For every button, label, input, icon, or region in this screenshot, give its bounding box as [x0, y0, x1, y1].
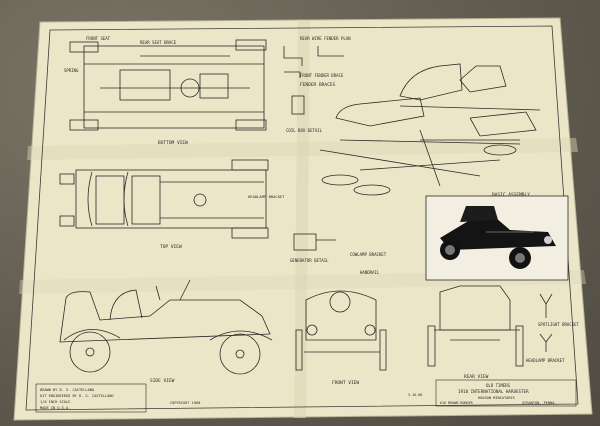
label-cowlamp-bracket: COWLAMP BRACKET [350, 252, 387, 257]
label-side-view: SIDE VIEW [150, 378, 175, 384]
title-block [435, 379, 577, 407]
credits-line-4: MADE IN U.S.A. [40, 406, 70, 410]
credits-line-1: DRAWN BY D. G. CASTELLANO [40, 388, 94, 392]
label-rear-wire-fender-plan: REAR WIRE FENDER PLAN [300, 36, 351, 41]
credits-line-2: KIT ENGINEERED BY D. G. CASTELLANO [40, 394, 114, 398]
address: 616 BROWN BORDER [440, 401, 474, 405]
label-top-view: TOP VIEW [160, 244, 182, 250]
fold-crease-horizontal [27, 138, 578, 160]
label-rear-view: REAR VIEW [464, 374, 489, 380]
front-view-drawing [295, 290, 387, 371]
label-front-fender-brace: FRONT FENDER BRACE [300, 73, 344, 78]
label-generator-detail: GENERATOR DETAIL [290, 258, 329, 263]
rear-view-drawing [427, 285, 524, 367]
label-headlamp-bracket: HEADLAMP BRACKET [526, 358, 565, 363]
border-frame [25, 25, 579, 411]
bottom-view-drawing [69, 39, 267, 131]
label-spotlight-bracket: SPOTLIGHT BRACKET [538, 322, 580, 327]
label-fender-braces: FENDER BRACES [300, 82, 336, 88]
credits-box [35, 383, 147, 413]
title-line-2: 1910 INTERNATIONAL HARVESTER [458, 389, 529, 394]
title-line-3: HUDSON MINIATURES [478, 396, 515, 400]
label-spring: SPRING [64, 68, 79, 73]
spotlight-bracket-drawing [539, 293, 553, 352]
label-spotlight-bracket-text: SPOTLIGHT BRACKET [538, 322, 580, 327]
label-bottom-view: BOTTOM VIEW [158, 140, 188, 146]
copyright: COPYRIGHT 1960 [170, 401, 200, 405]
label-coil-box-detail: COIL BOX DETAIL [286, 128, 323, 133]
credits-line-3: 1/8 INCH SCALE [40, 400, 70, 404]
label-rear-seat-brace: REAR SEAT BRACE [140, 40, 177, 45]
label-headlamp-bracket-top: HEADLAMP BRACKET [248, 194, 285, 199]
title-line-1: OLD TIMERS [486, 383, 511, 388]
generator-detail-drawing [293, 233, 336, 251]
label-handrail: HANDRAIL [360, 270, 380, 275]
label-front-view: FRONT VIEW [332, 380, 359, 386]
side-view-drawing [59, 279, 273, 375]
exploded-assembly-drawing [319, 63, 541, 196]
date: 3-16-60 [408, 393, 422, 397]
label-basic-assembly: BASIC ASSEMBLY [492, 192, 530, 198]
fender-braces-drawing [283, 46, 344, 115]
label-front-seat: FRONT SEAT [86, 36, 111, 41]
top-view-drawing [59, 159, 269, 239]
model-car-photo [425, 195, 569, 281]
title-line-4: SCRANTON, PENNA. [522, 401, 557, 405]
